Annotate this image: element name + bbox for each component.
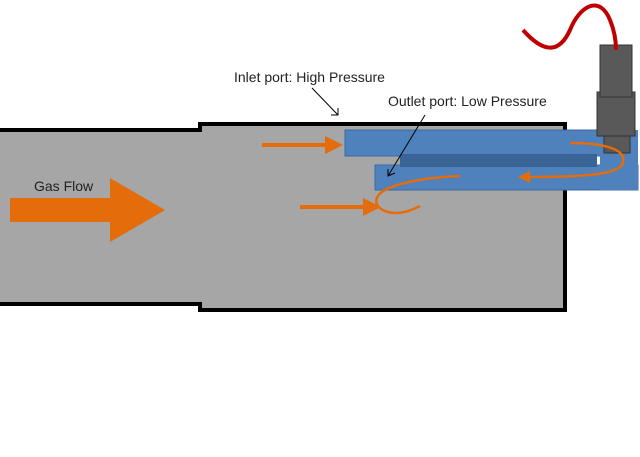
sensor-wire (521, 3, 618, 51)
tube-divider (400, 154, 597, 167)
loop-arrowhead (518, 171, 530, 183)
sensor-flow-loop (524, 141, 625, 179)
gas-flow-label: Gas Flow (34, 178, 94, 194)
inlet-label: Inlet port: High Pressure (234, 69, 385, 85)
inlet-pointer (311, 87, 339, 116)
outlet-pointer (387, 114, 426, 177)
inlet-pointer-head (331, 108, 339, 116)
exit-swirl (375, 188, 421, 215)
outlet-pointer-head (387, 169, 396, 177)
pipe-outline (0, 122, 567, 312)
sensor-top (599, 44, 633, 98)
inlet-arrowhead (325, 136, 343, 154)
outlet-tube (374, 164, 639, 191)
return-flow-line (384, 174, 461, 192)
gas-flow-arrow (10, 178, 165, 242)
outlet-label: Outlet port: Low Pressure (388, 93, 547, 109)
outlet-arrowhead (363, 198, 381, 216)
sensor-body (596, 91, 636, 137)
